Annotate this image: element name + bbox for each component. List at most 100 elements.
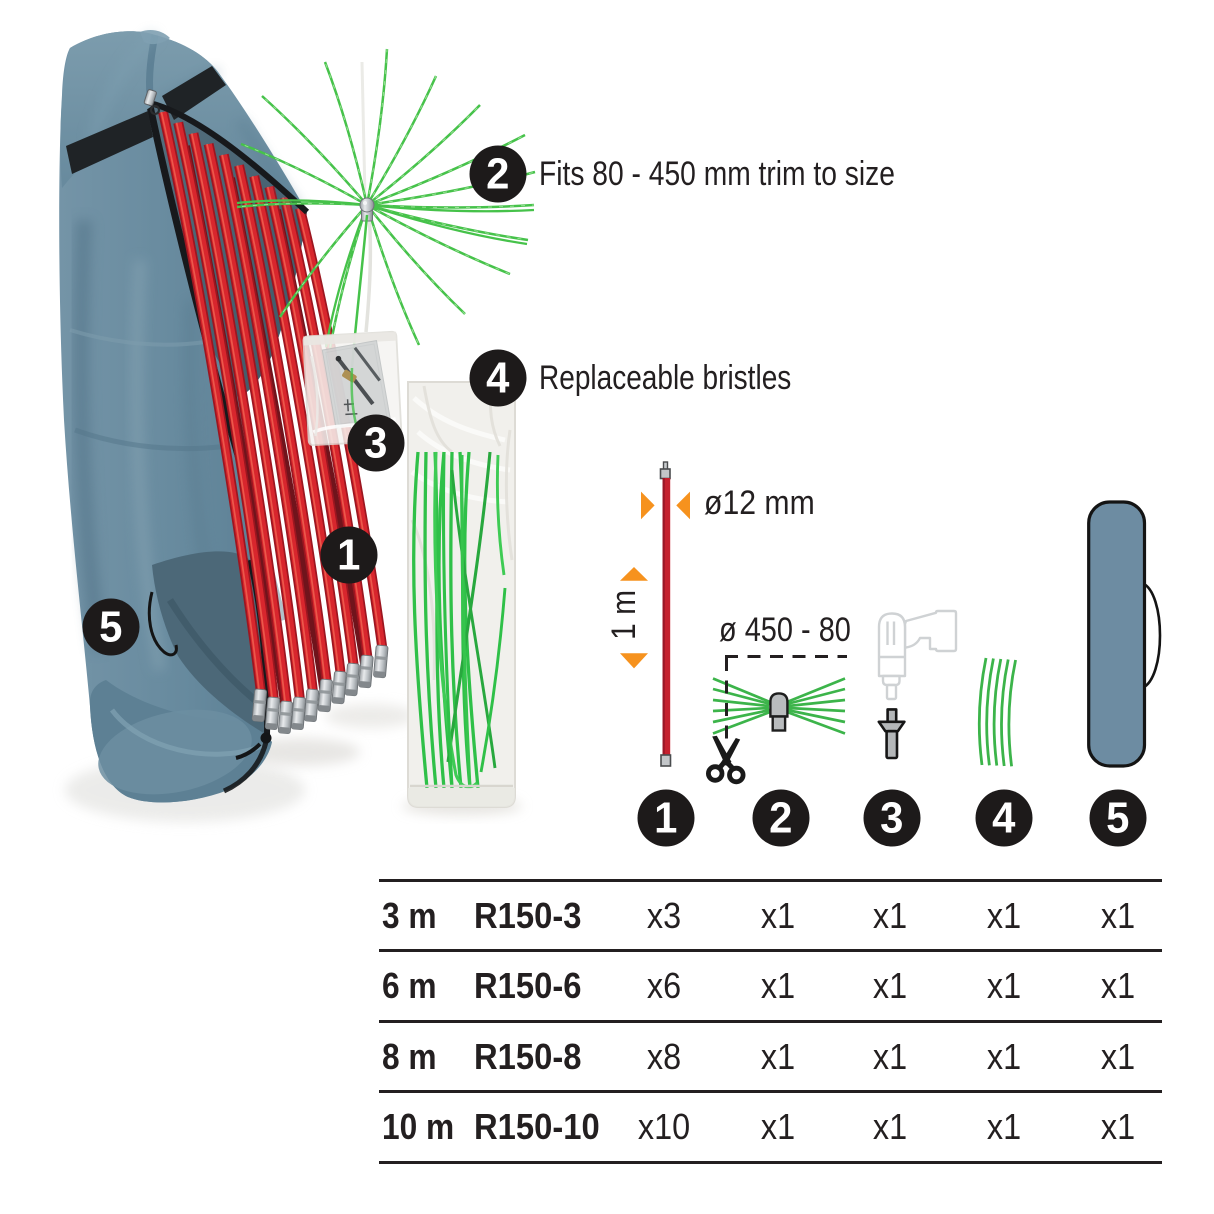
count-brush: x1 (760, 1106, 796, 1148)
count-brush: x1 (760, 965, 796, 1007)
rod-length-label: 1 m (605, 589, 643, 640)
fits-trim-label: Fits 80 - 450 mm trim to size (539, 155, 895, 193)
row-model: R150-3 (474, 895, 582, 936)
count-case: x1 (1100, 965, 1136, 1007)
table-row: 10 m R150-10 x10 x1 x1 x1 x1 (379, 1090, 1162, 1160)
bristle-bag (407, 381, 516, 808)
dimension-arrows (620, 491, 690, 669)
count-bristles: x1 (986, 1106, 1022, 1148)
rod-tips-shadow (325, 704, 415, 728)
count-bristles: x1 (986, 895, 1022, 936)
hood-edge-piping (149, 100, 310, 215)
rod (279, 196, 374, 689)
diagram-badge-2-number: 2 (769, 793, 793, 842)
brush-diameter-range-label: ø 450 - 80 (719, 611, 851, 649)
spare-bristles (412, 451, 507, 789)
rod-ferrule (264, 696, 281, 731)
diagram-badge-4-number: 4 (992, 793, 1016, 842)
count-adapter: x1 (872, 1106, 908, 1148)
row-model: R150-6 (474, 965, 582, 1007)
count-bristles: x1 (986, 965, 1022, 1007)
diagram-badge-5: 5 (1089, 789, 1147, 847)
photo-badge-2-number: 2 (486, 149, 510, 198)
spec-table: 3 m R150-3 x3 x1 x1 x1 x1 6 m R150-6 x6 … (379, 879, 1162, 1164)
table-row: 3 m R150-3 x3 x1 x1 x1 x1 (379, 879, 1162, 949)
photo-badge-2: 2 (469, 145, 527, 203)
rod-diagram (620, 461, 690, 767)
rod (158, 110, 268, 723)
rod-ferrule (303, 688, 320, 723)
kit-photo (59, 30, 536, 822)
count-rods: x6 (646, 965, 682, 1007)
row-model: R150-10 (474, 1106, 600, 1148)
whip-brush-head (236, 48, 536, 349)
table-row: 8 m R150-8 x8 x1 x1 x1 x1 (379, 1019, 1162, 1090)
photo-badge-4-number: 4 (486, 353, 510, 402)
rod (173, 121, 281, 731)
scissors-icon (706, 735, 746, 785)
count-brush: x1 (760, 1035, 796, 1077)
case-handle (1141, 581, 1162, 690)
photo-badge-5-number: 5 (99, 602, 123, 651)
bag-hood (60, 30, 310, 215)
diagram-badge-3: 3 (863, 789, 921, 847)
drill-icon (877, 609, 958, 701)
dashed-diameter-lines (725, 655, 847, 742)
photo-badge-1: 1 (320, 526, 378, 584)
rod-ferrule (251, 688, 268, 723)
count-brush: x1 (760, 895, 796, 936)
diagram-badge-1: 1 (637, 789, 695, 847)
count-adapter: x1 (872, 1035, 908, 1077)
replaceable-bristles-label: Replaceable bristles (539, 359, 792, 397)
count-rods: x10 (637, 1106, 691, 1148)
rod-ferrule (317, 678, 333, 713)
count-rods: x3 (646, 895, 682, 936)
count-case: x1 (1100, 1035, 1136, 1077)
rod-ferrule (277, 700, 294, 735)
rod-ferrule (331, 670, 347, 705)
rod-ferrule (344, 662, 360, 697)
count-bristles: x1 (986, 1035, 1022, 1077)
bristles-icon (977, 657, 1017, 767)
brush-trim-diagram (706, 655, 847, 785)
row-length: 3 m (382, 895, 437, 936)
diagram-badge-4: 4 (975, 789, 1033, 847)
count-adapter: x1 (872, 965, 908, 1007)
count-case: x1 (1100, 1106, 1136, 1148)
drill-diagram (877, 609, 958, 760)
count-rods: x8 (646, 1035, 682, 1077)
count-case: x1 (1100, 895, 1136, 936)
photo-badge-1-number: 1 (337, 530, 361, 579)
row-model: R150-8 (474, 1035, 582, 1077)
rod-ferrule (358, 654, 374, 689)
photo-badge-3: 3 (347, 414, 405, 472)
table-bottom-rule (379, 1160, 1162, 1164)
rod-ferrule (373, 644, 389, 679)
diagram-badge-2: 2 (752, 789, 810, 847)
diagram-badge-1-number: 1 (654, 793, 678, 842)
whip-strand (350, 367, 358, 425)
zipper-pull-icon (143, 89, 161, 116)
rod-ferrule (290, 696, 307, 731)
rod (234, 164, 333, 713)
count-adapter: x1 (872, 895, 908, 936)
diagram-badge-5-number: 5 (1106, 793, 1130, 842)
red-rods (158, 110, 389, 735)
diagram (620, 461, 1162, 785)
table-row: 6 m R150-6 x6 x1 x1 x1 x1 (379, 949, 1162, 1019)
photo-badge-3-number: 3 (364, 418, 388, 467)
diagram-badge-3-number: 3 (880, 793, 904, 842)
bag-strap (66, 111, 153, 174)
row-length: 6 m (382, 965, 437, 1007)
photo-badge-5: 5 (82, 598, 140, 656)
rod (218, 153, 320, 723)
rod-diameter-label: ø12 mm (704, 484, 815, 522)
row-length: 10 m (382, 1106, 455, 1148)
drill-adapter-icon (877, 708, 906, 760)
rod (203, 143, 307, 731)
rod (249, 175, 347, 705)
rod (188, 132, 294, 735)
zipper-knot (235, 732, 272, 760)
